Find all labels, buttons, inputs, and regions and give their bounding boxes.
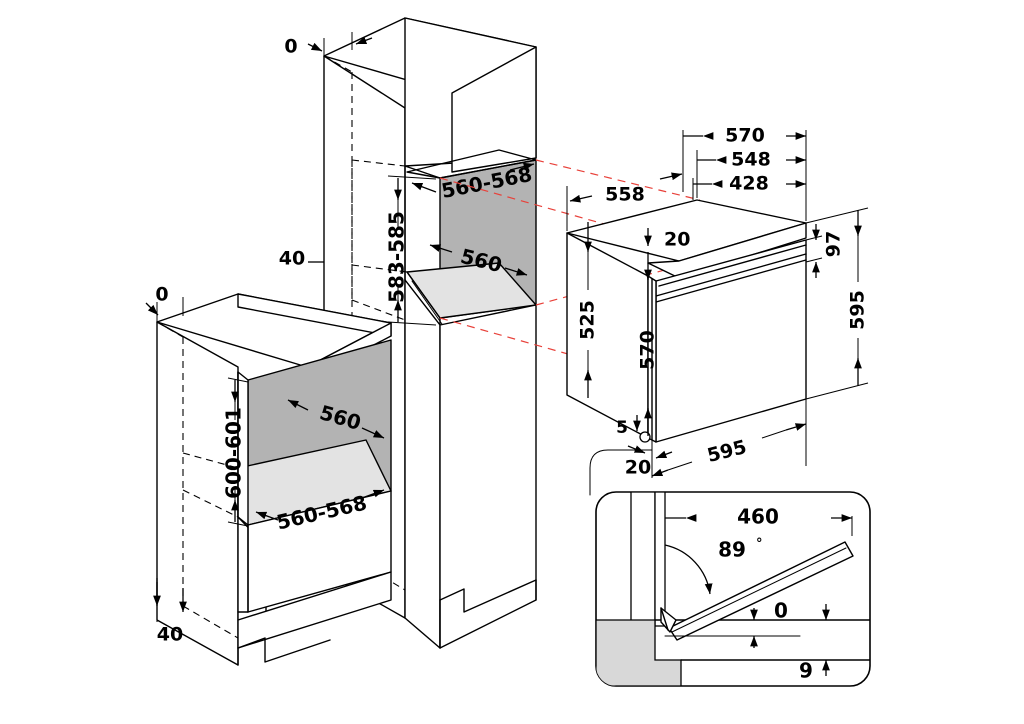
under-hidden-diag-3 bbox=[182, 605, 239, 639]
guide-line-top bbox=[535, 159, 701, 201]
under-cabinet-plinth-recess bbox=[237, 637, 331, 663]
dim-tall-top-gap: 0 bbox=[284, 36, 297, 58]
dim-under-plinth-gap: 40 bbox=[157, 624, 183, 646]
view-under-counter-cabinet: 0 40 600-601 560 560-568 bbox=[145, 284, 392, 666]
under-width-arrow-l bbox=[255, 511, 279, 521]
under-h-ext-top bbox=[227, 377, 249, 383]
dim-under-top-gap: 0 bbox=[155, 284, 168, 306]
tall-h-ext-top bbox=[387, 175, 437, 180]
oven-97-ext-b bbox=[805, 257, 823, 263]
under-0-arrow bbox=[145, 302, 159, 316]
view-oven-appliance: 558 570 548 428 20 97 595 bbox=[566, 125, 869, 479]
tall-depth-arrow-l bbox=[429, 244, 453, 253]
detail-cabinet-wall-inner bbox=[654, 492, 666, 627]
detail-door-inner-line bbox=[671, 547, 847, 633]
dim-oven-control-height: 20 bbox=[664, 229, 690, 251]
under-cabinet-plinth-front bbox=[237, 571, 392, 649]
tall-hidden-top-diag bbox=[323, 55, 353, 73]
under-h-ext-bot bbox=[227, 521, 249, 527]
under-hidden-diag-1 bbox=[182, 452, 239, 469]
oven-595w-arrow-r bbox=[785, 423, 807, 431]
under-depth-arrow-l bbox=[287, 399, 309, 411]
oven-door-trim-line-3 bbox=[655, 259, 807, 303]
tall-0-arrow-left bbox=[307, 42, 323, 52]
dim-tall-plinth-gap: 40 bbox=[279, 248, 305, 270]
detail-hinge-line bbox=[660, 607, 669, 631]
detail-leader-line bbox=[589, 449, 653, 496]
tall-width-arrow-l bbox=[411, 182, 437, 193]
tall-0-arrow-right bbox=[355, 36, 373, 45]
oven-558-arrow-l bbox=[569, 194, 593, 203]
tall-depth-arrow-r bbox=[504, 267, 528, 276]
dim-door-open-reach: 460 bbox=[737, 505, 779, 529]
dim-oven-trim-width: 570 bbox=[725, 125, 765, 147]
dim-oven-front-width: 548 bbox=[731, 149, 771, 171]
view-door-opening-detail: 89 ° 460 0 9 bbox=[589, 449, 871, 687]
dim-oven-total-height: 595 bbox=[847, 290, 869, 330]
tall-niche-shelf-line bbox=[411, 280, 445, 328]
oven-door-trim-line-2 bbox=[655, 253, 807, 297]
oven-595w-line-a bbox=[667, 461, 693, 471]
dim-oven-panel-width: 428 bbox=[729, 173, 769, 195]
tall-cabinet-plinth-recess bbox=[439, 579, 537, 613]
dim-door-plinth-gap: 9 bbox=[799, 659, 813, 683]
oven-595w-arrow-l bbox=[651, 468, 669, 477]
dim-oven-door-top: 97 bbox=[823, 231, 845, 257]
tall-hidden-diag-3 bbox=[351, 299, 406, 321]
oven-595w-line-b bbox=[761, 429, 787, 439]
dim-oven-body-height: 570 bbox=[637, 330, 659, 370]
oven-20b-arrow-r bbox=[655, 450, 673, 459]
tall-cabinet-lower-left bbox=[404, 279, 441, 649]
dim-oven-side-height: 525 bbox=[577, 300, 599, 340]
under-width-arrow-r bbox=[361, 489, 385, 499]
detail-door-hinge bbox=[660, 607, 677, 633]
dim-oven-foot-offset: 5 bbox=[616, 418, 628, 438]
detail-angle-arc bbox=[664, 544, 713, 595]
tall-hidden-diag-2 bbox=[351, 264, 408, 273]
under-hidden-diag-2 bbox=[182, 489, 239, 518]
dim-under-niche-height: 600-601 bbox=[222, 407, 246, 499]
dim-door-open-angle-unit: ° bbox=[756, 537, 763, 552]
tall-hidden-diag-1 bbox=[351, 159, 406, 167]
tall-cabinet-upper-right bbox=[451, 46, 537, 173]
oven-558-arrow-r bbox=[659, 172, 683, 181]
under-depth-arrow-r bbox=[361, 427, 385, 439]
dim-oven-foot-depth: 20 bbox=[625, 457, 651, 479]
under-hidden-top-diag bbox=[156, 321, 184, 338]
tall-niche-edge-a bbox=[404, 165, 441, 179]
dim-door-floor-gap: 0 bbox=[774, 599, 788, 623]
dim-tall-niche-height: 583-585 bbox=[385, 211, 409, 303]
oven-door-trim-line-1 bbox=[658, 244, 807, 287]
detail-cabinet-wall-outer bbox=[630, 492, 656, 627]
tall-cabinet-lower-front bbox=[439, 304, 537, 649]
dim-oven-body-depth: 558 bbox=[605, 184, 645, 206]
guide-line-mid bbox=[439, 317, 576, 357]
tall-width-arrow-r bbox=[509, 162, 535, 171]
dim-door-open-angle: 89 bbox=[718, 538, 746, 562]
tall-niche-edge-c bbox=[406, 271, 441, 319]
tall-h-ext-bot bbox=[387, 321, 437, 326]
